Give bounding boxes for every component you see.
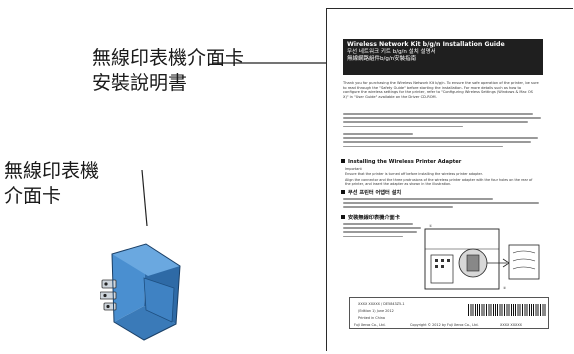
- booklet-footer: XXXX XXXXX / DE5843Z5-1 (Edition 1) June…: [349, 297, 549, 329]
- booklet-paragraph-ko-2: [343, 198, 543, 211]
- printer-rear-illustration: ① ②: [424, 224, 540, 290]
- booklet-title-en: Wireless Network Kit b/g/n Installation …: [347, 41, 505, 48]
- booklet-title-ko: 무선 네트워크 키트 b/g/n 설치 설명서: [347, 48, 436, 55]
- adapter-callout-label: 無線印表機 介面卡: [4, 160, 100, 207]
- booklet-important-note: Ensure that the printer is turned off be…: [345, 172, 483, 176]
- booklet-paragraph-zh-2: [343, 223, 423, 240]
- svg-text:②: ②: [503, 286, 506, 290]
- guide-callout-label: 無線印表機介面卡 安裝說明書: [92, 47, 245, 94]
- booklet-paragraph-ko: [343, 113, 543, 130]
- footer-code: XXXX XXXXX / DE5843Z5-1: [358, 302, 405, 306]
- booklet-paragraph-zh: [343, 133, 543, 150]
- booklet-align-note: Align the connector and the three protru…: [345, 178, 533, 187]
- footer-edition: (Edition 1) June 2012: [358, 309, 394, 313]
- adapter-leader-line: [141, 169, 148, 227]
- footer-copyright: Copyright © 2012 by Fuji Xerox Co., Ltd.: [410, 323, 479, 327]
- svg-text:①: ①: [429, 224, 432, 228]
- wireless-adapter-image: [100, 243, 181, 341]
- booklet-important-label: Important: [345, 167, 362, 171]
- booklet-section-install-en: Installing the Wireless Printer Adapter: [341, 159, 461, 165]
- footer-company: Fuji Xerox Co., Ltd.: [354, 323, 386, 327]
- booklet-title-banner: Wireless Network Kit b/g/n Installation …: [343, 39, 543, 75]
- footer-printed: Printed in China: [358, 316, 385, 320]
- barcode-image: [468, 304, 546, 316]
- footer-number: XXXX XXXXX: [500, 323, 522, 327]
- booklet-title-zh: 無線網路組件b/g/n安裝指南: [347, 55, 417, 62]
- booklet-section-install-ko: 무선 프린터 어댑터 설치: [341, 189, 401, 196]
- booklet-intro-text: Thank you for purchasing the Wireless Ne…: [343, 81, 539, 99]
- installation-guide-booklet: Wireless Network Kit b/g/n Installation …: [326, 8, 573, 351]
- booklet-section-install-zh: 安裝無線印表機介面卡: [341, 214, 400, 221]
